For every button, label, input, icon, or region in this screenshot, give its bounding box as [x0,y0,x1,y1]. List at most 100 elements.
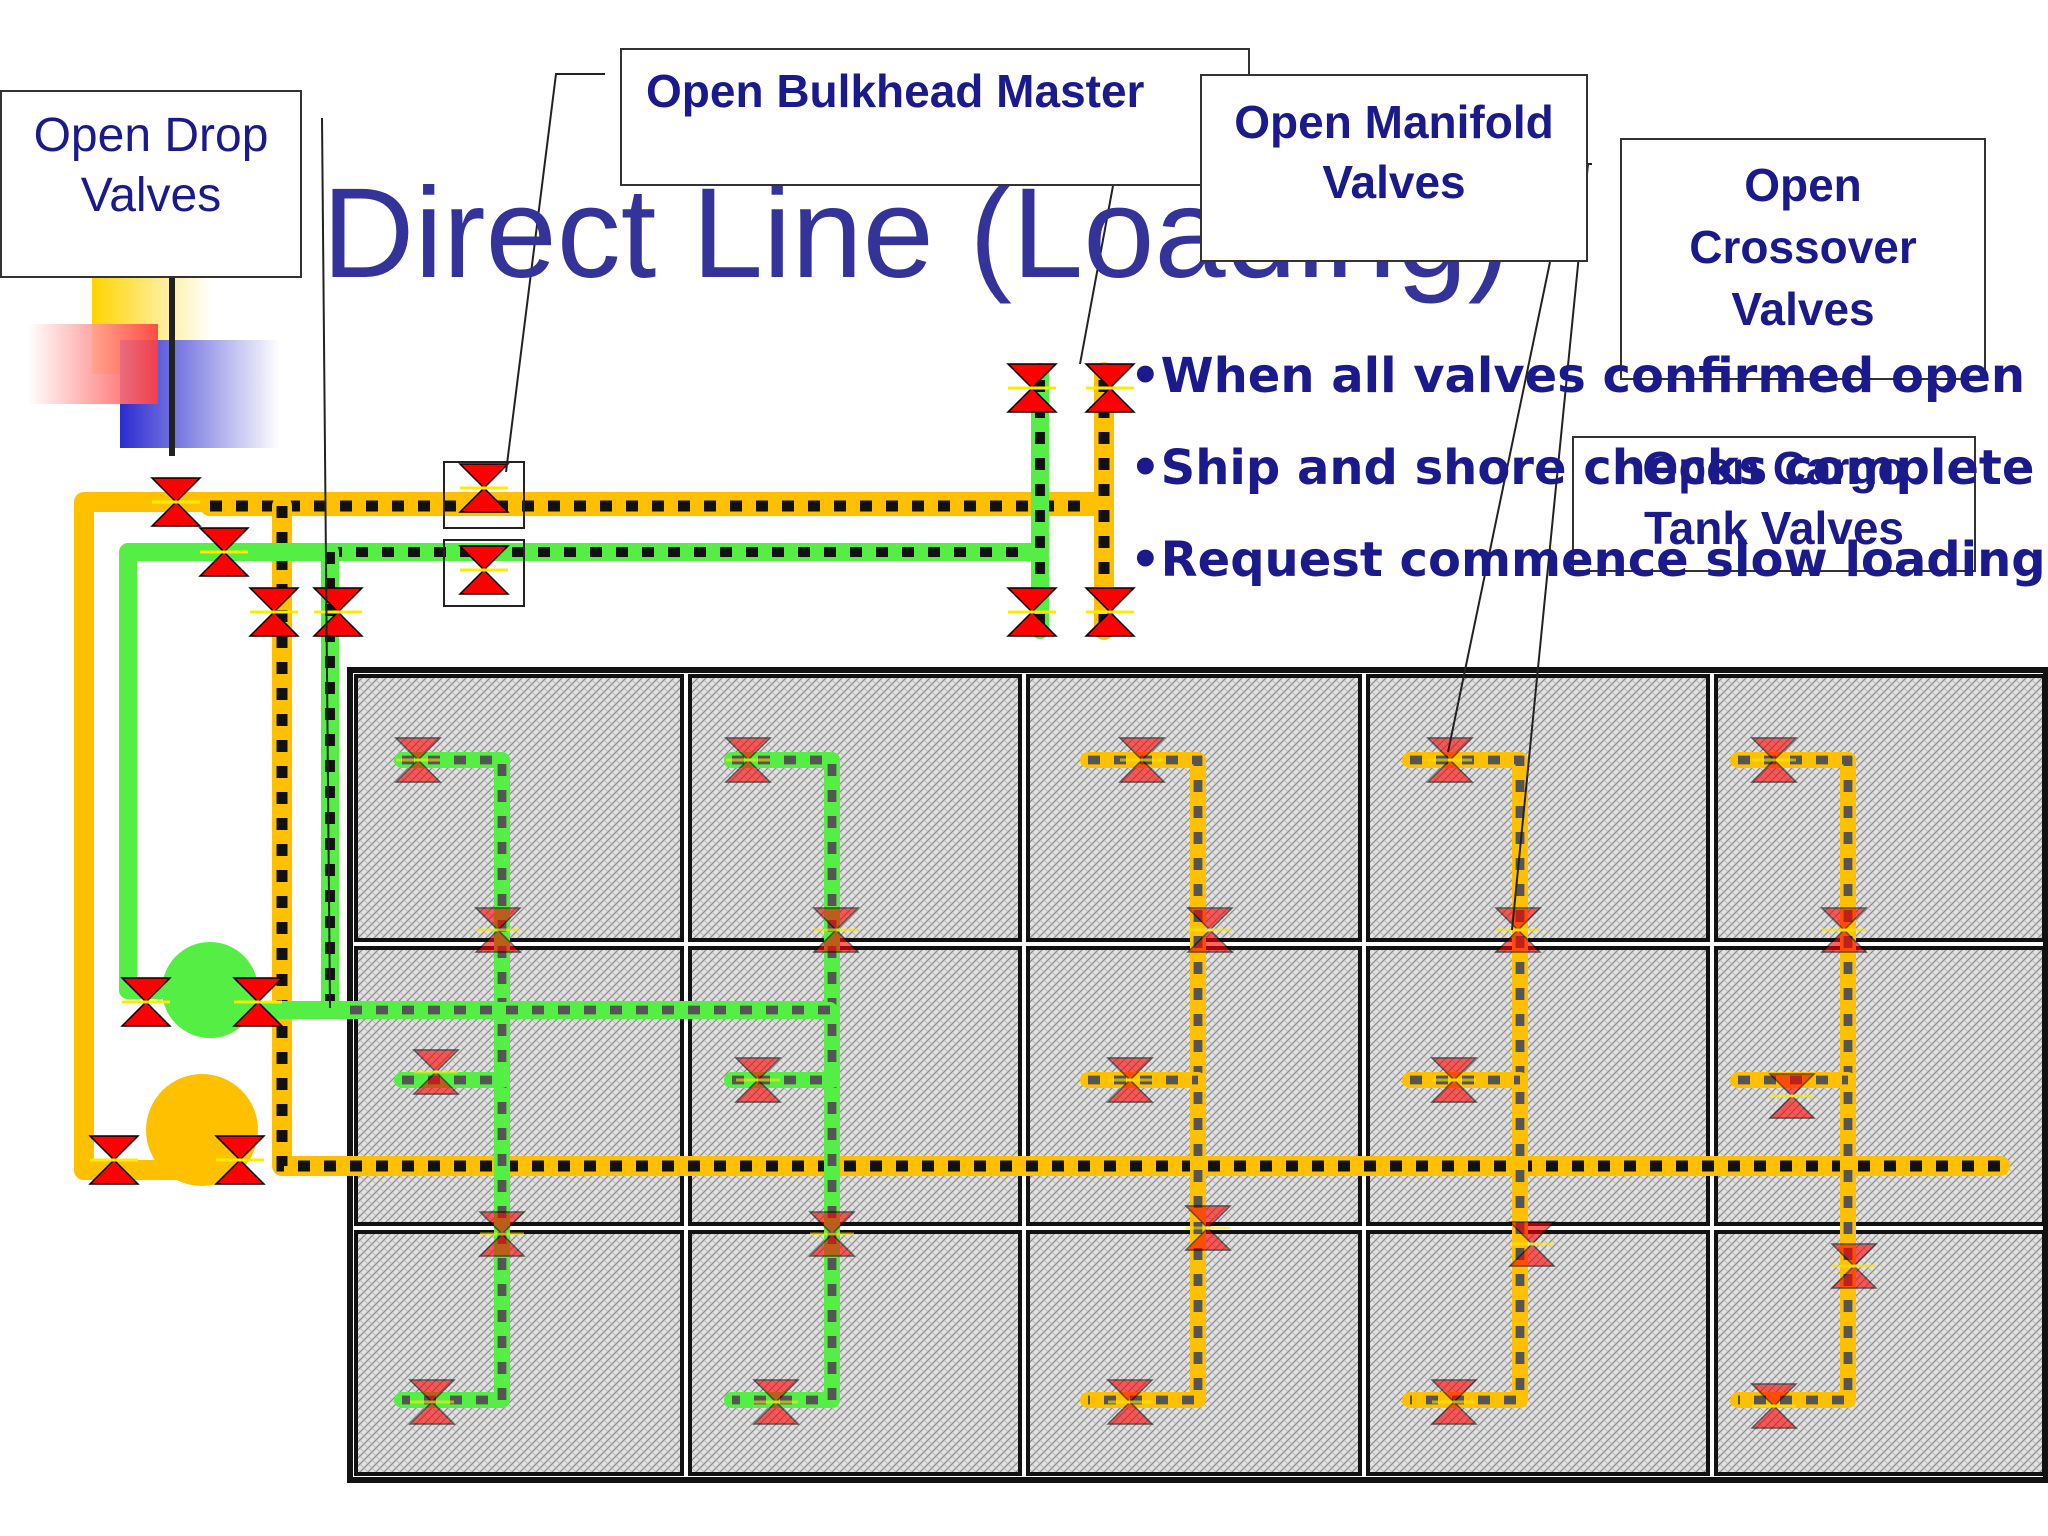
valve-icon [1750,737,1798,783]
valve-half [1750,758,1798,783]
valve-half [1430,1379,1478,1404]
valve-half [1106,1400,1154,1425]
valve-half [1750,1383,1798,1408]
tank-outline [347,667,2048,1483]
valve-half [214,1135,266,1162]
valve-half [1006,386,1058,413]
callout-manifold-valves: Open Manifold Valves [1200,74,1588,262]
valve-half [1430,1078,1478,1103]
valve-half [1820,907,1868,932]
valve-icon [734,1057,782,1103]
valve-half [1768,1094,1816,1119]
valve-half [408,1379,456,1404]
valve-half [724,758,772,783]
valve-half [1006,363,1058,390]
bullet-commence-loading: •Request commence slow loading [1130,532,2046,588]
bullet-checks-complete: •Ship and shore checks complete [1130,440,2035,496]
valve-icon [150,477,202,527]
valve-half [88,1135,140,1162]
valve-half [1184,1205,1232,1230]
valve-half [724,737,772,762]
valve-half [394,758,442,783]
valve-half [458,463,510,490]
callout-drop-valves-text: Open Drop Valves [33,109,269,222]
valve-half [1184,1226,1232,1251]
valve-half [1084,386,1136,413]
valve-half [808,1232,856,1257]
valve-icon [312,587,364,637]
valve-half [1820,928,1868,953]
valve-icon [214,1135,266,1185]
valve-half [394,737,442,762]
valve-half [752,1379,800,1404]
bulkhead-valve-box-bottom [443,539,525,607]
valve-half [1750,737,1798,762]
valve-half [458,486,510,513]
valve-half [150,500,202,527]
valve-half [458,568,510,595]
valve-half [1118,737,1166,762]
valve-half [734,1078,782,1103]
valve-icon [1184,1205,1232,1251]
valve-half [1186,928,1234,953]
cargo-tank [1714,674,2046,942]
valve-half [478,1211,526,1236]
cargo-tank [354,1230,684,1476]
cargo-tank [1366,674,1710,942]
callout-bulkhead-master: Open Bulkhead Master [620,48,1250,186]
callout-cargo-tank-valves: Open Cargo Tank Valves [1572,436,1976,572]
valve-icon [1508,1221,1556,1267]
valve-icon [1006,363,1058,413]
valve-half [248,587,300,614]
green-pump [162,942,258,1038]
valve-half [1430,1400,1478,1425]
valve-half [1106,1078,1154,1103]
valve-icon [1494,907,1542,953]
valve-icon [1006,587,1058,637]
cargo-tank [354,674,684,942]
valve-icon [812,907,860,953]
valve-half [1768,1073,1816,1098]
valve-half [1830,1243,1878,1268]
valve-half [88,1158,140,1185]
decoration-squares [28,276,1050,456]
valve-icon [248,587,300,637]
callout-crossover-valves: Open Crossover Valves [1620,138,1986,380]
valve-half [1508,1221,1556,1246]
valve-half [120,1000,172,1027]
valve-icon [458,463,510,513]
valve-half [734,1057,782,1082]
valve-icon [474,907,522,953]
valve-icon [232,977,284,1027]
valve-icon [1118,737,1166,783]
cargo-tank [688,1230,1022,1476]
valve-icon [394,737,442,783]
cargo-tank [1366,1230,1710,1476]
valve-half [752,1400,800,1425]
valve-half [1084,363,1136,390]
valve-icon [458,545,510,595]
valve-half [408,1400,456,1425]
valve-icon [1750,1383,1798,1429]
valve-half [1006,587,1058,614]
valve-half [412,1070,460,1095]
callout-bulkhead-master-text: Open Bulkhead Master [646,65,1145,117]
valve-half [474,907,522,932]
valve-icon [808,1211,856,1257]
valve-half [198,527,250,554]
valve-half [812,928,860,953]
valve-half [150,477,202,504]
valve-half [1830,1264,1878,1289]
yellow-drop-line-flow [276,506,2000,1172]
valve-half [478,1232,526,1257]
valve-half [232,1000,284,1027]
valves [88,363,1878,1429]
valve-icon [1084,363,1136,413]
valve-icon [1430,1379,1478,1425]
valve-half [1084,610,1136,637]
valve-half [1750,1404,1798,1429]
valve-icon [478,1211,526,1257]
callout-crossover-valves-text: Open Crossover Valves [1689,159,1917,335]
valve-icon [408,1379,456,1425]
